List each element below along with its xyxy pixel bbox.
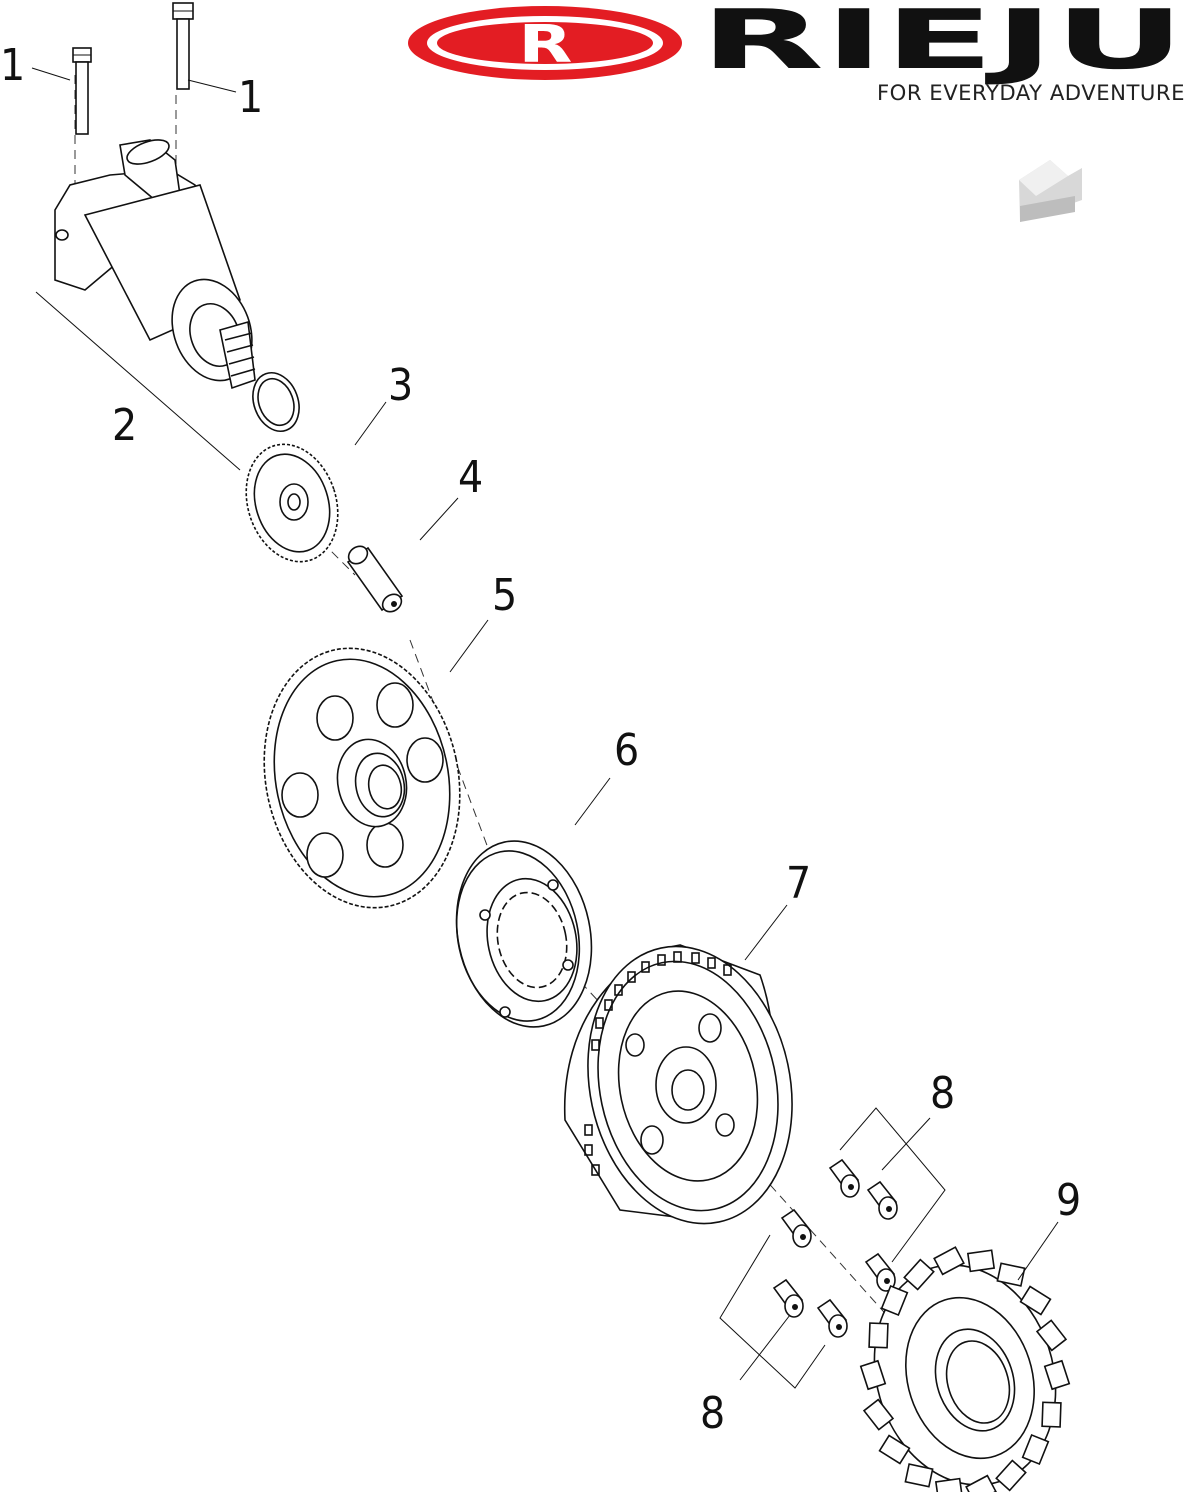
callout-5: 5: [492, 570, 517, 621]
one-way-clutch: [455, 840, 593, 1028]
stator-tooth: [1041, 1401, 1062, 1428]
callout-8-upper: 8: [930, 1068, 955, 1119]
stator-tooth: [933, 1246, 965, 1276]
screw: [772, 1278, 804, 1318]
stator-tooth: [995, 1459, 1027, 1492]
stator-tooth: [1043, 1359, 1071, 1391]
stator-tooth: [904, 1463, 934, 1488]
stator-tooth: [1035, 1319, 1068, 1352]
starter-driven-gear: [263, 647, 461, 909]
stator: [859, 1246, 1071, 1492]
callout-4: 4: [458, 452, 483, 503]
callout-3: 3: [388, 360, 413, 411]
stator-tooth: [878, 1434, 911, 1465]
screw: [866, 1180, 898, 1220]
logo-letter: R: [518, 14, 572, 75]
stator-tooth: [1021, 1433, 1050, 1466]
screw: [816, 1298, 848, 1338]
o-ring: [252, 372, 300, 432]
rieju-logo: R RIEJU FOR EVERYDAY ADVENTURE: [408, 0, 1185, 105]
stator-tooth: [966, 1249, 996, 1273]
callout-1-left: 1: [0, 40, 25, 91]
callout-labels: 1 1 2 3 4 5 6 7 8 8 9: [0, 40, 1081, 1439]
bolt-right: [172, 2, 194, 90]
callout-7: 7: [786, 858, 811, 909]
callout-2: 2: [112, 400, 137, 451]
arrow-icon: [1019, 160, 1082, 222]
stator-tooth: [859, 1359, 887, 1391]
stator-tooth: [868, 1322, 889, 1349]
callout-8-lower: 8: [700, 1388, 725, 1439]
starter-motor: [35, 139, 256, 471]
stator-tooth: [934, 1477, 964, 1492]
stator-tooth: [965, 1474, 997, 1492]
brand-name: RIEJU: [700, 0, 1185, 88]
stator-tooth: [903, 1258, 935, 1291]
stator-tooth: [862, 1398, 895, 1431]
idler-gear-small: [245, 443, 339, 563]
stator-tooth: [880, 1284, 909, 1317]
callout-1-right: 1: [238, 72, 263, 123]
stator-tooth: [996, 1262, 1026, 1287]
leader-lines: [31, 67, 1059, 1389]
stator-tooth: [1019, 1285, 1052, 1316]
callout-9: 9: [1056, 1175, 1081, 1226]
screw: [828, 1158, 860, 1198]
flywheel-rotor: [564, 944, 793, 1225]
brand-tagline: FOR EVERYDAY ADVENTURE: [877, 81, 1185, 105]
bolt-left: [72, 47, 92, 135]
screw: [780, 1208, 812, 1248]
shaft-pin: [346, 545, 404, 613]
callout-6: 6: [614, 725, 639, 776]
